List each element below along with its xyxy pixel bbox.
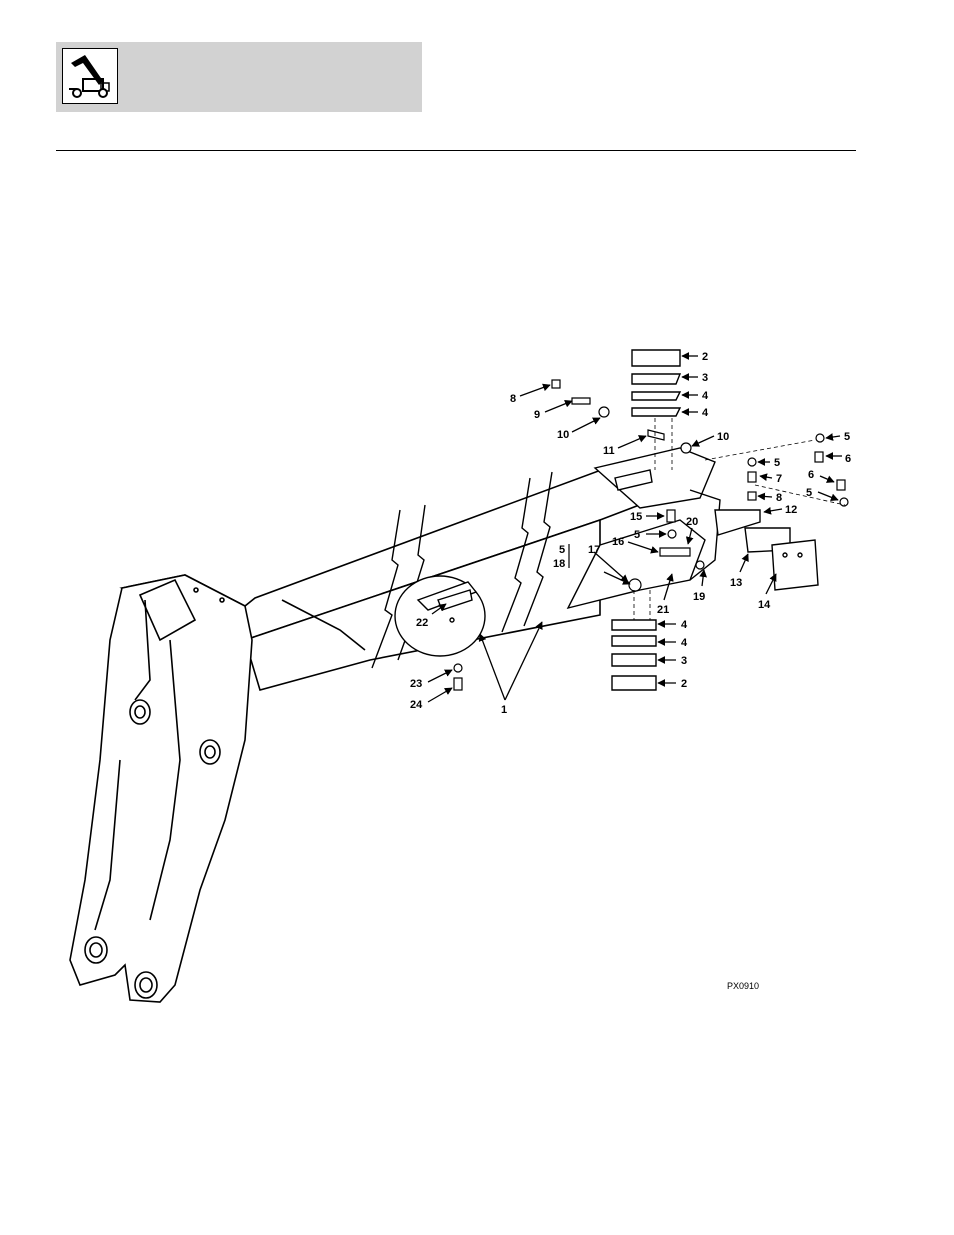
callout-14: 14 (758, 599, 771, 611)
callout-labels: 2 3 4 4 8 9 10 11 10 5 6 5 7 8 6 5 12 15… (410, 351, 851, 991)
callout-2-top: 2 (702, 351, 708, 363)
detail-inset (395, 576, 485, 656)
callout-5-far-right: 5 (844, 431, 850, 443)
callout-2-bottom: 2 (681, 678, 687, 690)
callout-4-bottom-b: 4 (681, 637, 688, 649)
callout-5-right-lower: 5 (806, 487, 812, 499)
callout-18: 18 (553, 558, 565, 570)
callout-6-far-right: 6 (845, 453, 851, 465)
callout-13: 13 (730, 577, 742, 589)
callout-6-right: 6 (808, 469, 814, 481)
lower-pad-stack (612, 620, 656, 690)
callout-3-top: 3 (702, 372, 708, 384)
callout-22: 22 (416, 617, 428, 629)
callout-4-top-a: 4 (702, 390, 709, 402)
callout-5-bracket: 5 (559, 544, 565, 556)
callout-21: 21 (657, 604, 669, 616)
callout-5-center: 5 (634, 529, 640, 541)
callout-23: 23 (410, 678, 422, 690)
callout-8-right: 8 (776, 492, 782, 504)
callout-24: 24 (410, 699, 423, 711)
callout-10-right: 10 (717, 431, 729, 443)
callout-7: 7 (776, 473, 782, 485)
callout-8-left: 8 (510, 393, 516, 405)
callout-4-bottom-a: 4 (681, 619, 688, 631)
callout-3-bottom: 3 (681, 655, 687, 667)
callout-1: 1 (501, 704, 507, 716)
callout-17: 17 (588, 544, 600, 556)
callout-20: 20 (686, 516, 698, 528)
callout-4-top-b: 4 (702, 407, 709, 419)
callout-10-left: 10 (557, 429, 569, 441)
callout-11: 11 (603, 445, 615, 457)
callout-5-mid: 5 (774, 457, 780, 469)
callout-19: 19 (693, 591, 705, 603)
figure-code: PX0910 (727, 981, 759, 991)
callout-12: 12 (785, 504, 797, 516)
callout-16: 16 (612, 536, 624, 548)
callout-15: 15 (630, 511, 642, 523)
callout-9: 9 (534, 409, 540, 421)
